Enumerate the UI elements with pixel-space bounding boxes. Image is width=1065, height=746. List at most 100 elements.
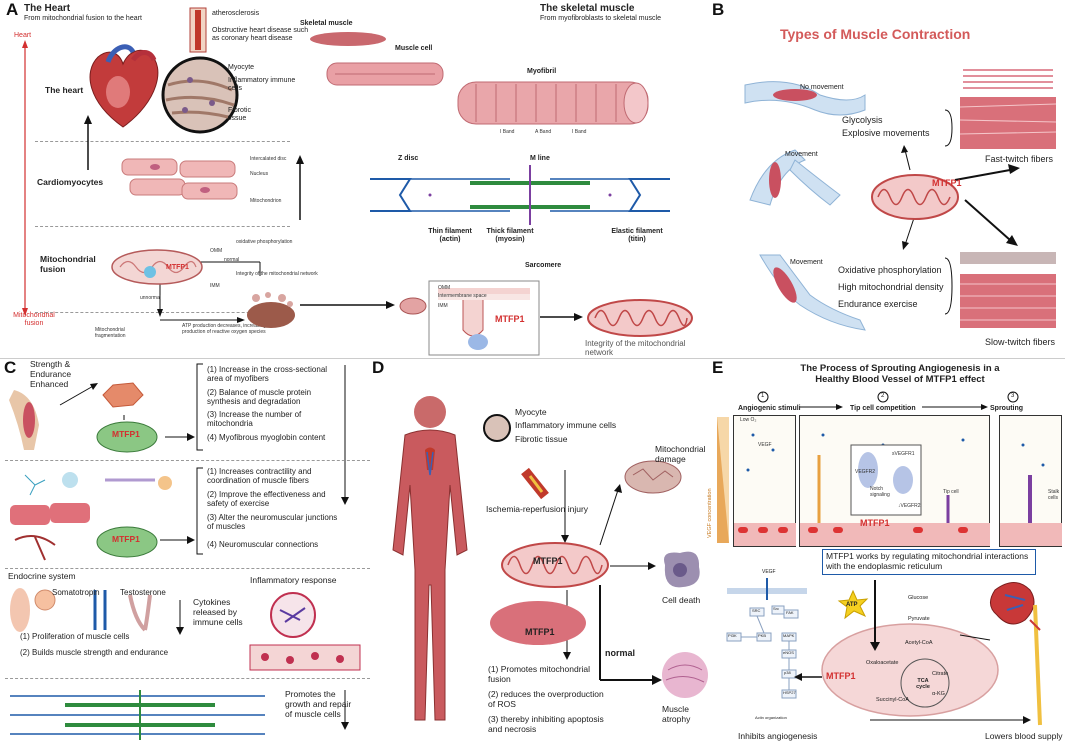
inflammatory-illustration — [249, 592, 361, 671]
muscle-cell-c — [102, 382, 144, 408]
panel-letter-b: B — [712, 0, 725, 19]
sarcomere-label: Sarcomere — [525, 262, 562, 269]
mtfp1-b-label: MTFP1 — [495, 314, 525, 324]
divider — [5, 568, 370, 569]
arm-movement-1 — [749, 149, 841, 206]
glycolysis-label: Glycolysis — [842, 115, 883, 125]
mtfp1-e2-label: MTFP1 — [826, 671, 856, 681]
actin-label: Actin organization — [755, 715, 787, 720]
omm-label: OMM — [210, 248, 223, 254]
panel-letter-d: D — [372, 358, 385, 377]
fast-twitch-label: Fast-twitch fibers — [985, 154, 1054, 164]
integrity-mito-illustration — [587, 299, 693, 337]
mline-label: M line — [530, 155, 550, 162]
oxaloacetate-label: Oxaloacetate — [866, 660, 899, 666]
mtfp1-c2-label: MTFP1 — [112, 534, 140, 544]
intermembrane-label: Intermembrane space — [438, 293, 487, 299]
muscle-atrophy-icon — [662, 652, 708, 698]
heart-title: The Heart — [24, 3, 71, 14]
sarcomere-c-illustration — [10, 690, 265, 740]
mtfp1-mito-d2 — [490, 601, 586, 645]
heart-subtitle: From mitochondrial fusion to the heart — [24, 15, 142, 22]
mtfp1-c1-label: MTFP1 — [112, 429, 140, 439]
ischemia-label: Ischemia-reperfusion injury — [486, 504, 589, 514]
myocyte-label: Myocyte — [228, 64, 255, 71]
endocrine-illustration — [10, 588, 152, 632]
pathway-node: HSP27 — [783, 690, 796, 695]
mtfp1-mito-c1 — [96, 421, 158, 453]
omm2-label: OMM — [438, 285, 451, 291]
movement2-label: Movement — [790, 259, 823, 266]
mtfp1-mito-d1 — [501, 542, 609, 588]
inflammatory-d-label: Inflammatory immune cells — [515, 420, 617, 430]
list-item: (1) Increases contractility and coordina… — [207, 467, 312, 486]
lowers-label: Lowers blood supply — [985, 731, 1063, 741]
testosterone-label: Testosterone — [120, 588, 166, 597]
arm-muscle-c — [9, 390, 39, 450]
panel-letter-c: C — [4, 358, 17, 377]
integrity-label: Integrity of the mitochondrial network — [236, 271, 318, 277]
tissue-zoom-d — [483, 414, 511, 442]
panel-letter-e: E — [712, 358, 724, 377]
row-separator — [0, 358, 1065, 359]
skeletal-muscle-icon — [310, 32, 386, 46]
mtfp1-label: MTFP1 — [166, 264, 189, 271]
sarcomere-illustration — [370, 165, 670, 225]
pathway-node: p38 — [784, 670, 791, 675]
pathway-node: PKB — [758, 633, 767, 638]
nucleus-label: Nucleus — [250, 171, 269, 177]
mtfp1-mito-c2 — [96, 526, 158, 558]
imm2-label: IMM — [438, 303, 448, 309]
pyruvate-label: Pyruvate — [908, 616, 930, 622]
cell-death-icon — [664, 551, 700, 588]
fast-twitch-fibers — [959, 69, 1057, 149]
bracket-c1 — [196, 363, 203, 451]
signaling-pathway — [726, 578, 807, 699]
acetyl-label: Acetyl-CoA — [905, 640, 933, 646]
list-item: (1) Increase in the cross-sectional area… — [207, 365, 328, 384]
atp-burst-icon — [837, 589, 869, 620]
divider — [35, 226, 290, 227]
stalk-cells-label: Stalk cells — [1048, 489, 1060, 501]
step-number-2: 2 — [881, 393, 885, 399]
abnormal-label: unnormal — [140, 295, 161, 301]
divider — [35, 141, 290, 142]
list-item: (3) Alter the neuromuscular junctions of… — [207, 513, 338, 532]
aband-label: A Band — [535, 129, 552, 135]
bracket-c2 — [196, 467, 203, 555]
myocyte-d-label: Myocyte — [515, 407, 547, 417]
mtfp1-mito-b — [871, 174, 959, 220]
arm-no-movement — [744, 81, 866, 116]
fragmentation-label: Mitochondrial fragmentation — [95, 327, 126, 339]
muscle-cell-label: Muscle cell — [395, 45, 433, 52]
fibrotic-label: Fibrotic tissue — [228, 107, 251, 123]
skeletal-subtitle: From myofibroblasts to skeletal muscle — [540, 15, 661, 22]
tca-label: TCA cycle — [916, 678, 930, 691]
cytokines-label: Cytokines released by immune cells — [193, 597, 243, 627]
list-item: (2) Builds muscle strength and endurance — [20, 648, 169, 657]
human-body-muscle — [392, 396, 468, 721]
mito-damage-label: Mitochondrial damage — [655, 444, 706, 464]
pathway-node: Src — [773, 606, 779, 611]
movement1-label: Movement — [785, 151, 818, 158]
thin-filament-label: Thin filament (actin) — [428, 228, 472, 244]
myofibril-label: Myofibril — [527, 68, 557, 75]
row-cardio-label: Cardiomyocytes — [37, 177, 104, 187]
glucose-label: Glucose — [908, 595, 929, 601]
artery-plaque — [189, 7, 207, 53]
kidney-vessel-illustration — [990, 582, 1042, 726]
pathway-node: eNOS — [783, 650, 794, 655]
inflammatory-c-label: Inflammatory response — [250, 575, 337, 585]
angiogenesis-boxes — [733, 415, 1062, 547]
oxphos-label: oxidative phosphorylation — [236, 239, 293, 245]
list-item: (1) Promotes mitochondrial fusion — [488, 664, 591, 684]
axis-top-label: Heart — [14, 32, 32, 39]
mito-membrane-zoom — [428, 280, 540, 356]
tca-mitochondrion — [821, 623, 999, 717]
mtfp1-d1-label: MTFP1 — [533, 556, 563, 566]
tissue-zoom-circle — [161, 56, 239, 134]
